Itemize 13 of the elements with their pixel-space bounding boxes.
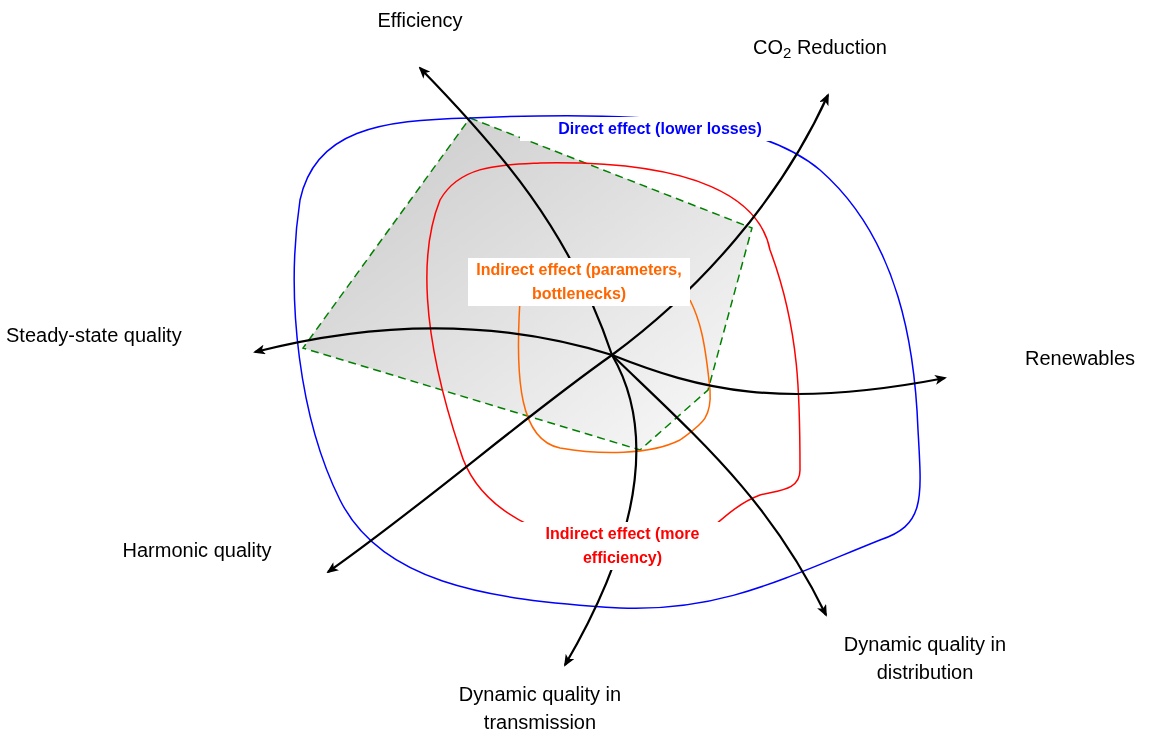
axis-arrow bbox=[326, 354, 613, 574]
axis-arrow bbox=[253, 327, 613, 357]
axis-label: Steady-state quality bbox=[6, 321, 246, 349]
axis-label: Harmonic quality bbox=[92, 536, 302, 564]
axis-label: Dynamic quality in distribution bbox=[805, 630, 1045, 686]
axis-label: Dynamic quality in transmission bbox=[420, 680, 660, 736]
axis-arrow bbox=[611, 93, 829, 356]
axis-label: CO$_{2}$ Reduction bbox=[720, 33, 920, 61]
axis-arrow bbox=[611, 353, 947, 396]
axis-label: Efficiency bbox=[360, 6, 480, 34]
axis-arrow bbox=[611, 354, 827, 617]
axis-label: Renewables bbox=[1005, 344, 1155, 372]
effect-label: Indirect effect (parameters, bottlenecks) bbox=[468, 258, 690, 306]
